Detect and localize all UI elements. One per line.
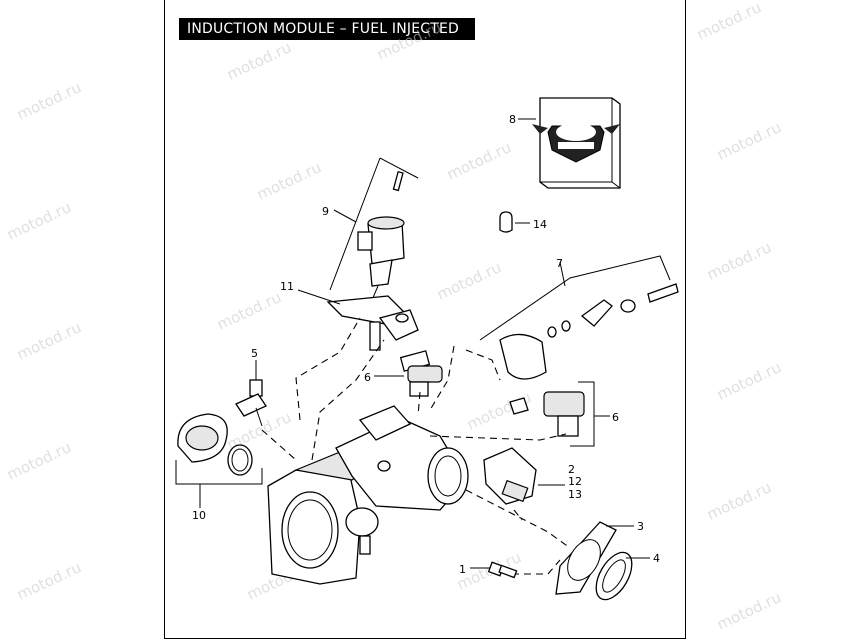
- callout-11: 11: [280, 280, 294, 293]
- svg-text:motod.ru: motod.ru: [14, 318, 84, 363]
- svg-text:motod.ru: motod.ru: [444, 138, 514, 183]
- callout-6b: 6: [612, 411, 619, 424]
- callout-8: 8: [509, 113, 516, 126]
- throttle-body-part: [267, 405, 469, 585]
- callout-2: 2: [568, 463, 575, 476]
- temperature-sensor-part: [235, 379, 267, 427]
- fuel-injector-rear-part: [509, 391, 585, 437]
- map-sensor-part: [177, 413, 253, 476]
- svg-text:motod.ru: motod.ru: [214, 288, 284, 333]
- screw-part: [487, 561, 518, 579]
- svg-text:motod.ru: motod.ru: [224, 38, 294, 83]
- svg-text:motod.ru: motod.ru: [704, 238, 774, 283]
- callout-4: 4: [653, 552, 660, 565]
- intake-seal-part: [595, 551, 633, 601]
- svg-text:motod.ru: motod.ru: [254, 158, 324, 203]
- fuel-injector-front-part: [399, 350, 443, 397]
- svg-text:motod.ru: motod.ru: [4, 438, 74, 483]
- fuel-line-part: [499, 283, 679, 380]
- svg-text:motod.ru: motod.ru: [374, 18, 444, 63]
- svg-text:motod.ru: motod.ru: [714, 588, 784, 633]
- callout-12: 12: [568, 475, 582, 488]
- callout-9: 9: [322, 205, 329, 218]
- svg-text:motod.ru: motod.ru: [4, 198, 74, 243]
- callout-5: 5: [251, 347, 258, 360]
- callout-13: 13: [568, 488, 582, 501]
- svg-text:motod.ru: motod.ru: [434, 258, 504, 303]
- callout-6a: 6: [364, 371, 371, 384]
- callout-1: 1: [459, 563, 466, 576]
- callout-10: 10: [192, 509, 206, 522]
- vacuum-cap-part: [499, 211, 513, 233]
- callout-7: 7: [556, 257, 563, 270]
- genuine-motor-parts-box-icon: [532, 97, 621, 189]
- throttle-position-sensor-part: [483, 447, 537, 505]
- svg-text:motod.ru: motod.ru: [14, 78, 84, 123]
- diagram-title: INDUCTION MODULE – FUEL INJECTED: [179, 18, 475, 40]
- callout-3: 3: [637, 520, 644, 533]
- gasket-plate-part: [555, 521, 617, 595]
- mounting-bracket-part: [326, 295, 419, 351]
- svg-text:motod.ru: motod.ru: [714, 118, 784, 163]
- assembly-dashed-lines: [261, 317, 571, 575]
- svg-text:motod.ru: motod.ru: [704, 478, 774, 523]
- svg-text:motod.ru: motod.ru: [694, 0, 764, 44]
- svg-text:motod.ru: motod.ru: [714, 358, 784, 403]
- callout-14: 14: [533, 218, 547, 231]
- idle-air-control-part: [329, 157, 419, 301]
- svg-text:motod.ru: motod.ru: [14, 558, 84, 603]
